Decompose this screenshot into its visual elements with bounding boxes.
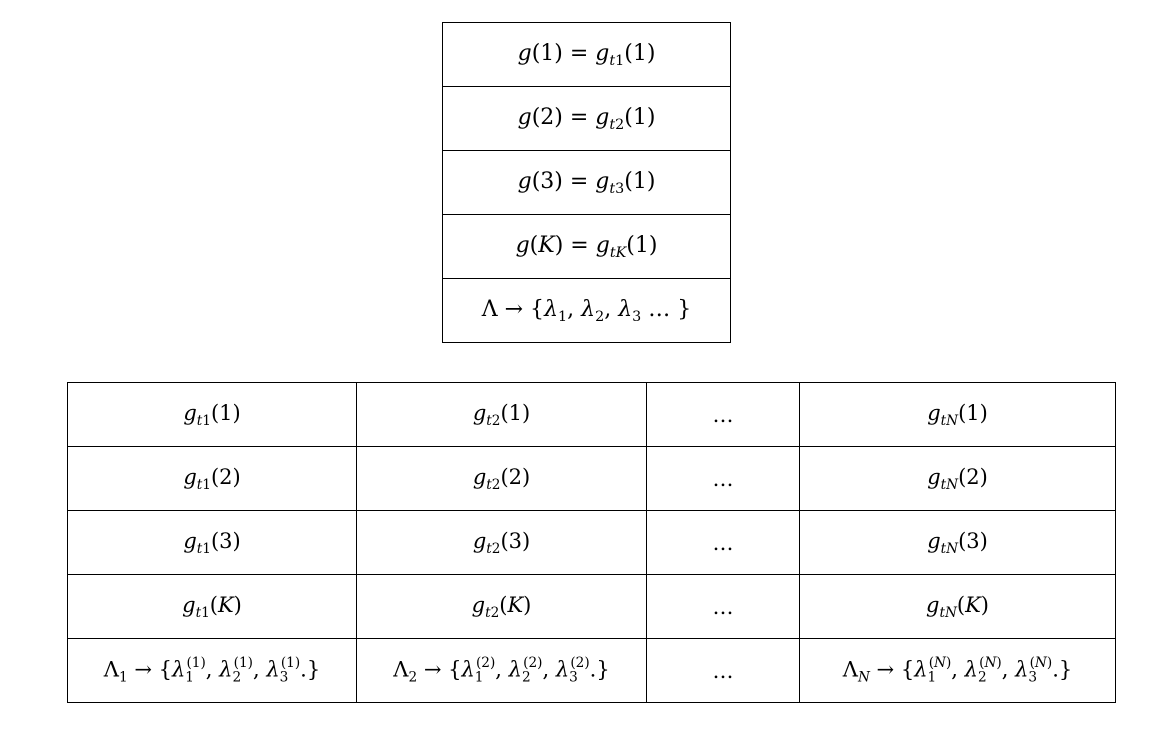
bottom-table-row: gt1(3)gt2(3)…gtN(3) xyxy=(67,510,1116,575)
bottom-table-body: gt1(1)gt2(1)…gtN(1)gt1(2)gt2(2)…gtN(2)gt… xyxy=(67,382,1116,703)
top-table-row: g(K) = gtK(1) xyxy=(442,214,731,279)
top-table: g(1) = gt1(1)g(2) = gt2(1)g(3) = gt3(1)g… xyxy=(442,22,731,343)
bottom-table-cell: gt2(1) xyxy=(356,382,647,447)
bottom-table-cell: … xyxy=(646,510,800,575)
bottom-table-cell: … xyxy=(646,574,800,639)
bottom-table-cell: gt1(1) xyxy=(67,382,357,447)
top-table-cell: g(K) = gtK(1) xyxy=(442,214,731,279)
bottom-table-cell: ΛN → {λ1(N), λ2(N), λ3(N).} xyxy=(799,638,1116,703)
bottom-table-cell: gt1(3) xyxy=(67,510,357,575)
bottom-table-cell: gtN(1) xyxy=(799,382,1116,447)
top-table-row: g(1) = gt1(1) xyxy=(442,22,731,87)
bottom-table-row: gt1(1)gt2(1)…gtN(1) xyxy=(67,382,1116,447)
bottom-table-cell: gt2(2) xyxy=(356,446,647,511)
bottom-table-cell: gt1(2) xyxy=(67,446,357,511)
bottom-table-cell: gt2(3) xyxy=(356,510,647,575)
bottom-table-cell: gt2(K) xyxy=(356,574,647,639)
bottom-table-cell: Λ2 → {λ1(2), λ2(2), λ3(2).} xyxy=(356,638,647,703)
bottom-table-row: Λ1 → {λ1(1), λ2(1), λ3(1).}Λ2 → {λ1(2), … xyxy=(67,638,1116,703)
top-table-cell: g(1) = gt1(1) xyxy=(442,22,731,87)
top-table-row: Λ → {λ1, λ2, λ3 … } xyxy=(442,278,731,343)
bottom-table-row: gt1(2)gt2(2)…gtN(2) xyxy=(67,446,1116,511)
bottom-table: gt1(1)gt2(1)…gtN(1)gt1(2)gt2(2)…gtN(2)gt… xyxy=(67,382,1116,703)
top-table-cell: Λ → {λ1, λ2, λ3 … } xyxy=(442,278,731,343)
bottom-table-cell: Λ1 → {λ1(1), λ2(1), λ3(1).} xyxy=(67,638,357,703)
bottom-table-cell: gtN(3) xyxy=(799,510,1116,575)
bottom-table-cell: gtN(K) xyxy=(799,574,1116,639)
bottom-table-cell: gt1(K) xyxy=(67,574,357,639)
bottom-table-row: gt1(K)gt2(K)…gtN(K) xyxy=(67,574,1116,639)
top-table-body: g(1) = gt1(1)g(2) = gt2(1)g(3) = gt3(1)g… xyxy=(442,22,731,343)
top-table-cell: g(2) = gt2(1) xyxy=(442,86,731,151)
top-table-cell: g(3) = gt3(1) xyxy=(442,150,731,215)
top-table-row: g(3) = gt3(1) xyxy=(442,150,731,215)
bottom-table-cell: … xyxy=(646,638,800,703)
bottom-table-cell: … xyxy=(646,382,800,447)
bottom-table-cell: gtN(2) xyxy=(799,446,1116,511)
top-table-row: g(2) = gt2(1) xyxy=(442,86,731,151)
bottom-table-cell: … xyxy=(646,446,800,511)
